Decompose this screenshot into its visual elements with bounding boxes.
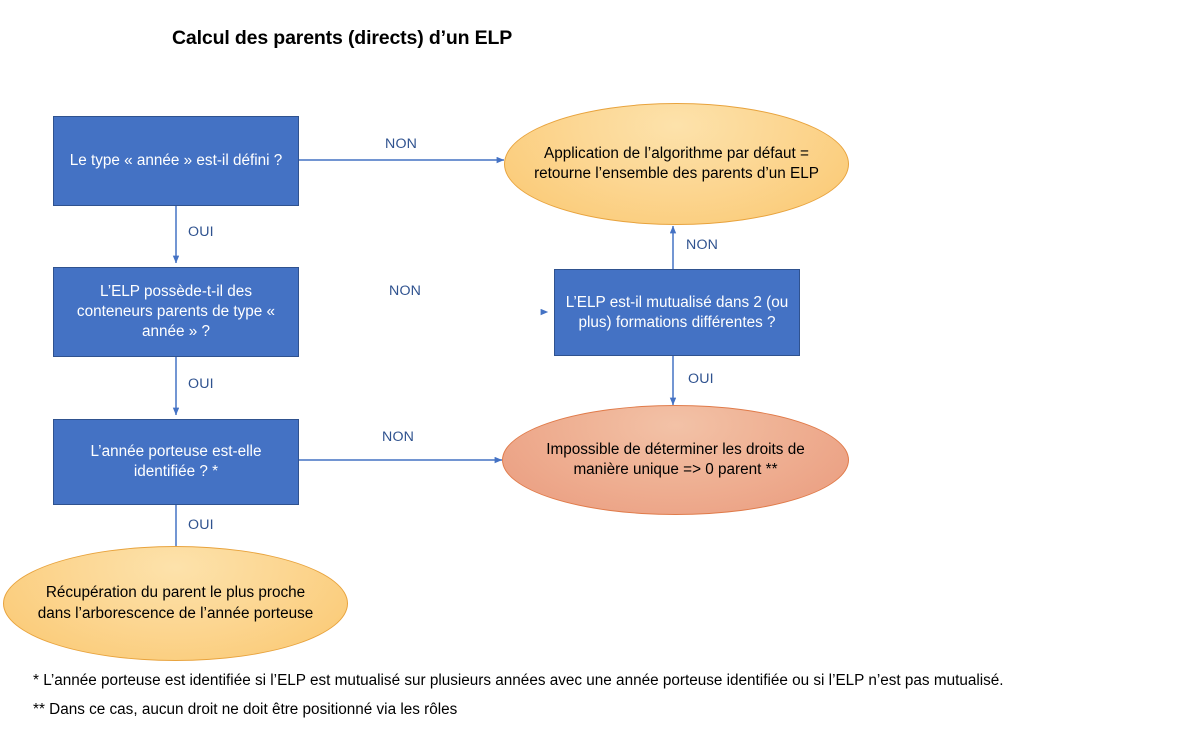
terminal-impossible-label: Impossible de déterminer les droits de m… [546,440,805,478]
decision-mutualise-label: L’ELP est-il mutualisé dans 2 (ou plus) … [565,293,789,331]
edge-label-non-conteneurs-parents: NON [389,283,422,299]
terminal-recuperation-label: Récupération du parent le plus proche da… [37,584,314,622]
decision-conteneurs-parents-label: L’ELP possède-t-il des conteneurs parent… [76,283,276,340]
decision-annee-porteuse[interactable]: L’année porteuse est-elle identifiée ? * [53,419,299,505]
decision-mutualise[interactable]: L’ELP est-il mutualisé dans 2 (ou plus) … [554,269,800,356]
decision-conteneurs-parents[interactable]: L’ELP possède-t-il des conteneurs parent… [53,267,299,357]
footnote-double-star: ** Dans ce cas, aucun droit ne doit être… [33,701,458,718]
edge-label-non-annee-porteuse: NON [382,429,415,445]
terminal-algorithme-defaut-label: Application de l’algorithme par défaut =… [534,144,819,182]
edge-label-non-mutualise: NON [686,237,719,253]
terminal-recuperation[interactable]: Récupération du parent le plus proche da… [3,546,348,661]
decision-type-annee-label: Le type « année » est-il défini ? [69,152,283,170]
terminal-impossible[interactable]: Impossible de déterminer les droits de m… [502,405,849,515]
terminal-algorithme-defaut[interactable]: Application de l’algorithme par défaut =… [504,103,849,225]
edge-label-oui-type-annee: OUI [188,224,214,240]
edge-label-oui-mutualise: OUI [688,371,714,387]
edge-label-non-type-annee: NON [385,136,418,152]
page-title: Calcul des parents (directs) d’un ELP [172,27,513,49]
edge-label-oui-conteneurs-parents: OUI [188,376,214,392]
decision-type-annee[interactable]: Le type « année » est-il défini ? [53,116,299,206]
footnote-single-star: * L’année porteuse est identifiée si l’E… [33,672,1004,689]
decision-annee-porteuse-label: L’année porteuse est-elle identifiée ? * [90,443,262,480]
edge-label-oui-annee-porteuse: OUI [188,517,214,533]
